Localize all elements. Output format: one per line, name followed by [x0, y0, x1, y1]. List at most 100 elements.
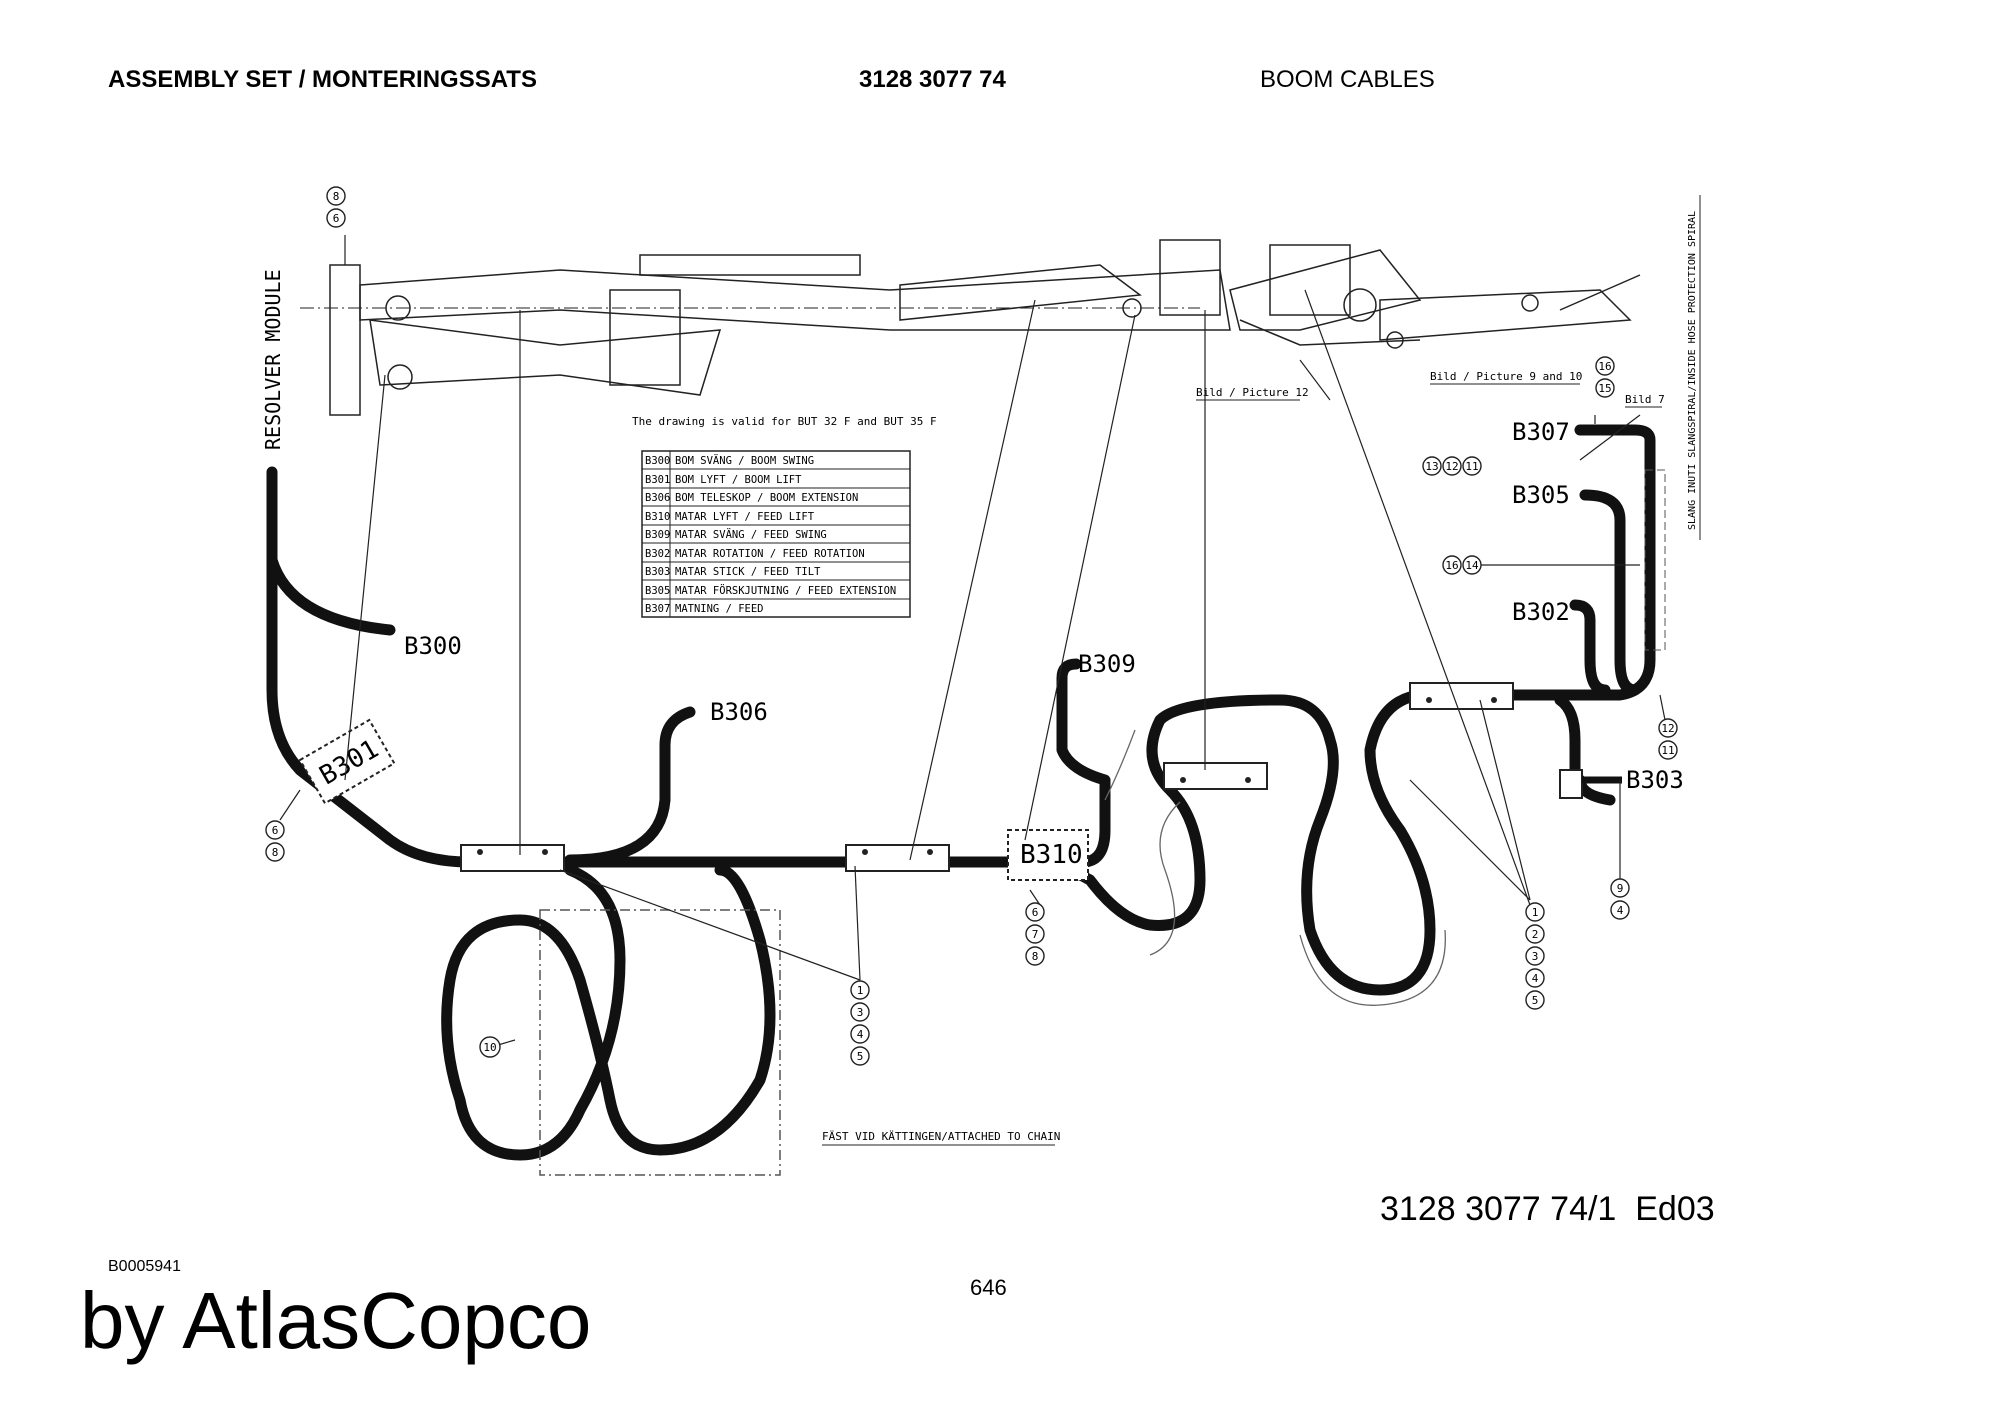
legend-text: BOM LYFT / BOOM LIFT [675, 474, 802, 486]
svg-text:2: 2 [1532, 928, 1539, 941]
callout-balloon: 5 [1525, 990, 1545, 1010]
b300-label: B300 [404, 632, 462, 660]
svg-text:12: 12 [1445, 460, 1458, 473]
svg-text:4: 4 [1617, 904, 1624, 917]
svg-text:16: 16 [1445, 559, 1458, 572]
hose-spiral-bracket [1644, 469, 1666, 651]
validity-note: The drawing is valid for BUT 32 F and BU… [632, 415, 937, 428]
boom-structure [300, 239, 1641, 416]
callout-balloon: 1 [1525, 902, 1545, 922]
svg-text:5: 5 [857, 1050, 864, 1063]
b302-label: B302 [1512, 598, 1570, 626]
svg-text:3: 3 [857, 1006, 864, 1019]
legend-text: MATAR SVÄNG / FEED SWING [675, 528, 827, 541]
svg-text:13: 13 [1425, 460, 1438, 473]
legend-text: BOM TELESKOP / BOOM EXTENSION [675, 492, 858, 504]
picture-12-ref: Bild / Picture 12 [1196, 386, 1309, 399]
chain-sleeve-outline [1104, 729, 1446, 1006]
b309-label: B309 [1078, 650, 1136, 678]
callout-balloon: 8 [1025, 946, 1045, 966]
header-part-number: 3128 3077 74 [859, 66, 1006, 93]
b306-label: B306 [710, 698, 768, 726]
chain-note: FÄST VID KÄTTINGEN/ATTACHED TO CHAIN [822, 1130, 1060, 1143]
callout-balloon: 6 [1025, 902, 1045, 922]
svg-text:5: 5 [1532, 994, 1539, 1007]
svg-text:11: 11 [1465, 460, 1478, 473]
resolver-module-label: RESOLVER MODULE [261, 269, 285, 450]
svg-text:16: 16 [1598, 360, 1611, 373]
legend-text: MATAR FÖRSKJUTNING / FEED EXTENSION [675, 584, 896, 597]
b307-label: B307 [1512, 418, 1570, 446]
b303-sensor [1559, 769, 1583, 799]
svg-text:6: 6 [1032, 906, 1039, 919]
legend-text: MATAR ROTATION / FEED ROTATION [675, 548, 865, 560]
hose-spiral-note: SLANG INUTI SLANGSPIRAL/INSIDE HOSE PROT… [1687, 211, 1698, 530]
callout-balloon: 11 [1462, 456, 1482, 476]
picture-9-ref: Bild / Picture 9 and 10 [1430, 370, 1582, 383]
svg-text:11: 11 [1661, 744, 1674, 757]
leader-lines [279, 235, 1666, 1046]
legend-text: MATAR LYFT / FEED LIFT [675, 511, 815, 523]
page-number: 646 [970, 1275, 1007, 1300]
callout-balloon: 8 [265, 842, 285, 862]
header-assembly-set: ASSEMBLY SET / MONTERINGSSATS [108, 66, 537, 93]
callout-balloon: 4 [1525, 968, 1545, 988]
b310-label: B310 [1020, 840, 1083, 870]
cable-harness [266, 424, 1656, 1161]
legend-code: B305 [645, 585, 670, 597]
legend-table: B300 BOM SVÄNG / BOOM SWING B301 BOM LYF… [641, 450, 911, 618]
legend-code: B303 [645, 566, 670, 578]
image-code: B0005941 [108, 1258, 181, 1275]
b310-box: B310 [1007, 829, 1089, 881]
legend-code: B302 [645, 548, 670, 560]
svg-text:10: 10 [483, 1041, 496, 1054]
clamp-bolts [477, 697, 1497, 855]
drawing-reference: 3128 3077 74/1 Ed03 [1380, 1190, 1715, 1228]
svg-text:6: 6 [333, 212, 340, 225]
callout-balloon: 13 [1422, 456, 1442, 476]
chain-area [539, 909, 781, 1176]
legend-code: B307 [645, 603, 670, 615]
legend-text: BOM SVÄNG / BOOM SWING [675, 454, 814, 467]
svg-text:8: 8 [333, 190, 340, 203]
svg-text:4: 4 [857, 1028, 864, 1041]
legend-code: B310 [645, 511, 670, 523]
atlas-copco-brand: by AtlasCopco [80, 1276, 592, 1365]
callouts: 8 6 6 8 1 3 4 5 6 7 8 10 1 2 3 4 5 16 15… [265, 186, 1678, 1066]
legend-text: MATAR STICK / FEED TILT [675, 566, 821, 578]
callout-balloon: 2 [1525, 924, 1545, 944]
sensor-labels: B300 B306 B309 B307 B305 B302 B303 [404, 418, 1684, 794]
callout-balloon: 16 [1442, 555, 1462, 575]
legend-code: B301 [645, 474, 670, 486]
svg-text:6: 6 [272, 824, 279, 837]
callout-balloon: 15 [1595, 378, 1615, 398]
svg-text:4: 4 [1532, 972, 1539, 985]
callout-balloon: 4 [1610, 900, 1630, 920]
svg-text:1: 1 [857, 984, 864, 997]
callout-balloon: 16 [1595, 356, 1615, 376]
svg-text:9: 9 [1617, 882, 1624, 895]
header-title: BOOM CABLES [1260, 66, 1435, 93]
legend-code: B309 [645, 529, 670, 541]
callout-balloon: 8 [326, 186, 346, 206]
callout-balloon: 7 [1025, 924, 1045, 944]
callout-balloon: 3 [1525, 946, 1545, 966]
picture-refs: Bild / Picture 12 Bild / Picture 9 and 1… [822, 370, 1665, 1146]
b303-label: B303 [1626, 766, 1684, 794]
b305-label: B305 [1512, 481, 1570, 509]
svg-text:1: 1 [1532, 906, 1539, 919]
svg-text:14: 14 [1465, 559, 1479, 572]
legend-code: B300 [645, 455, 670, 467]
svg-text:15: 15 [1598, 382, 1611, 395]
svg-text:12: 12 [1661, 722, 1674, 735]
callout-balloon: 14 [1462, 555, 1482, 575]
svg-text:7: 7 [1032, 928, 1039, 941]
callout-balloon: 1 [850, 980, 870, 1000]
callout-balloon: 5 [850, 1046, 870, 1066]
svg-text:8: 8 [272, 846, 279, 859]
callout-balloon: 10 [479, 1036, 501, 1058]
cable-clamps [460, 682, 1514, 872]
callout-balloon: 11 [1658, 740, 1678, 760]
legend-code: B306 [645, 492, 670, 504]
